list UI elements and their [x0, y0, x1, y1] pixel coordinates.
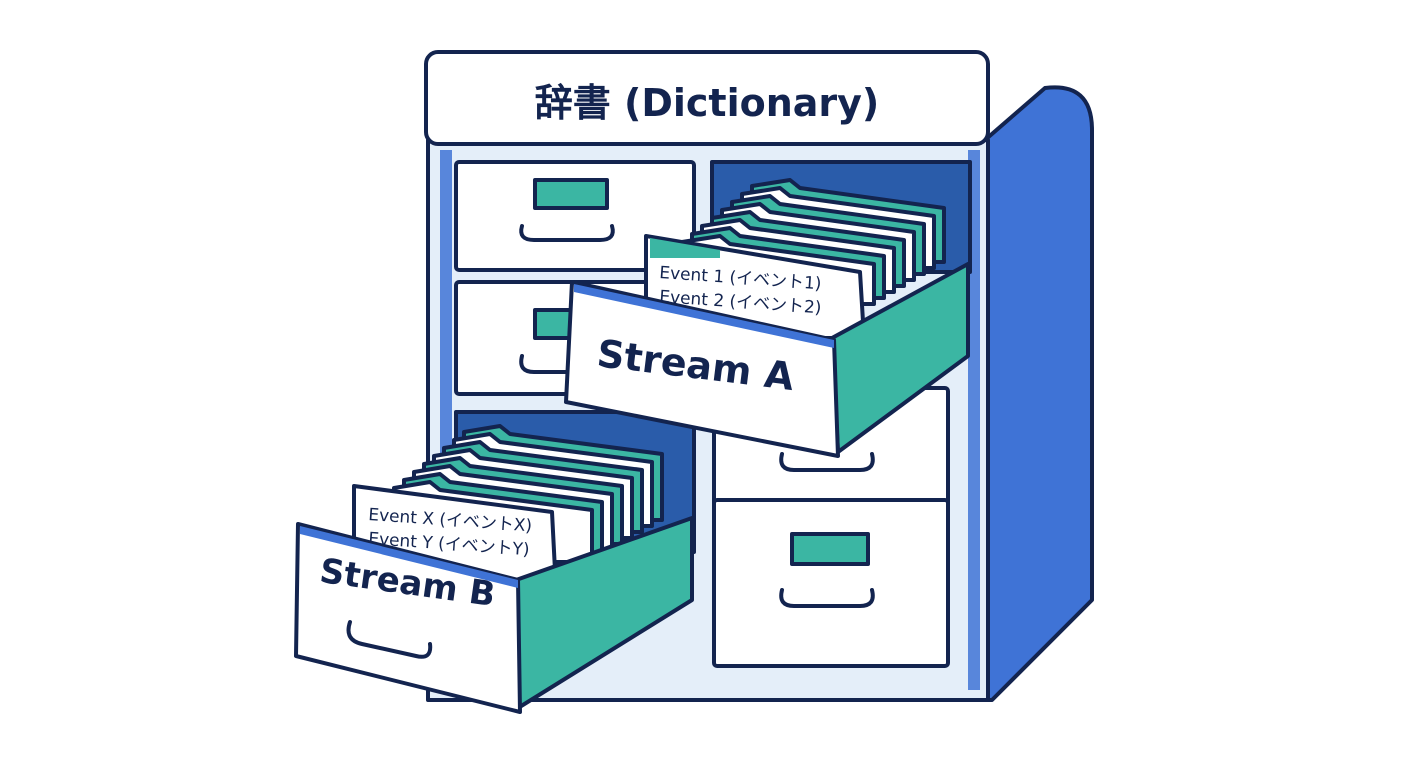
closed-drawer-bottom-right[interactable] [712, 498, 950, 668]
open-drawer-stream-a[interactable]: Event 1 (イベント1) Event 2 (イベント2) Stream A [564, 178, 970, 458]
drawer-label-slot [790, 532, 870, 566]
drawer-handle[interactable] [519, 224, 615, 242]
cabinet-title: 辞書 (Dictionary) [535, 81, 880, 125]
drawer-handle[interactable] [779, 588, 875, 608]
title-banner [424, 50, 990, 146]
drawer-front-edge-stream-b [300, 526, 518, 588]
closed-drawer-top-left[interactable] [454, 160, 696, 272]
drawer-handle-stream-b[interactable] [346, 620, 433, 659]
open-drawer-stream-b[interactable]: Event X (イベントX) Event Y (イベントY) Stream B [294, 424, 694, 714]
drawer-label-slot [533, 178, 609, 210]
front-card-tab-stream-a [650, 238, 720, 258]
cabinet-frame-right-edge [968, 150, 980, 690]
cabinet-side-panel [983, 85, 1094, 702]
drawer-front-stream-a [564, 280, 840, 458]
drawer-front-edge-stream-a [574, 284, 834, 348]
drawer-handle[interactable] [779, 452, 875, 472]
